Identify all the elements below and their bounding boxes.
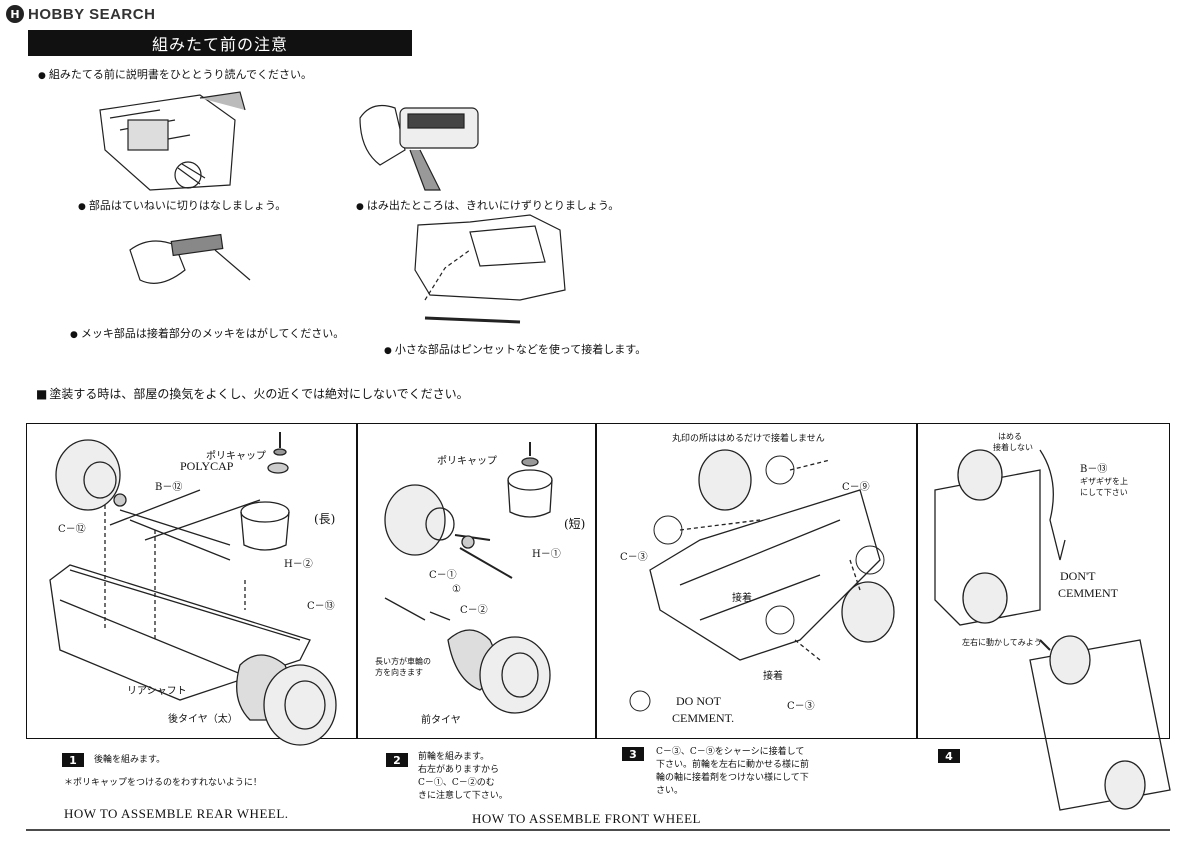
- step1-caption-note: ＊ポリキャップをつけるのをわすれないように！: [64, 778, 262, 788]
- step4-wiggle-line1: ギザギザを上: [1080, 477, 1128, 486]
- step2-polycap-jp: ポリキャップ: [437, 456, 497, 467]
- step2-label-front-tire: 前タイヤ: [421, 715, 461, 726]
- step3-caption-3: 輪の軸に接着剤をつけない様にして下: [656, 773, 809, 783]
- step2-label-c1: C－①: [429, 570, 457, 581]
- step3-label-glue1: 接着: [732, 593, 752, 604]
- chassis-step4-diagram: [934, 449, 1171, 811]
- sprue-cutting-illustration: [99, 91, 246, 191]
- step1-label-h2: H－②: [284, 559, 313, 570]
- trimming-illustration: [359, 105, 479, 191]
- step3-label-c3a: C－③: [620, 552, 648, 563]
- step2-label-h1: H－①: [532, 549, 561, 560]
- front-wheel-diagram: [384, 442, 553, 714]
- step2-label-short: (短): [564, 517, 586, 531]
- step1-caption: 後輪を組みます。: [94, 755, 166, 765]
- site-logo: H HOBBY SEARCH: [6, 4, 155, 24]
- step2-label-c2: C－②: [460, 605, 488, 616]
- step4-label-b13: B－⑬: [1080, 464, 1108, 475]
- step2-number: 2: [386, 753, 408, 767]
- step4-label-no-glue: 接着しない: [993, 443, 1033, 452]
- step2-caption-4: きに注意して下さい。: [418, 791, 508, 801]
- step1-label-rear-shaft: リアシャフト: [127, 686, 187, 697]
- step2-panel: [357, 423, 596, 739]
- step1-english-title: HOW TO ASSEMBLE REAR WHEEL.: [64, 806, 289, 821]
- step3-label-c9: C－⑨: [842, 482, 870, 493]
- page-title: 組みたて前の注意: [28, 30, 412, 56]
- step1-panel: [26, 423, 357, 739]
- step3-caption-1: C－③、C－⑨をシャーシに接着して: [656, 747, 805, 757]
- step3-label-glue2: 接着: [763, 671, 783, 682]
- step1-label-b: B－⑫: [155, 482, 183, 493]
- step3-do-not: DO NOT: [676, 694, 721, 708]
- tweezers-illustration: [414, 214, 566, 324]
- step4-panel: [917, 423, 1170, 739]
- step3-caption-4: さい。: [656, 786, 684, 796]
- step4-number: 4: [938, 749, 960, 763]
- step2-english-title: HOW TO ASSEMBLE FRONT WHEEL: [472, 811, 701, 826]
- note-plating: メッキ部品は接着部分のメッキをはがしてください。: [70, 325, 344, 341]
- step4-wiggle-line2: にして下さい: [1080, 488, 1128, 497]
- step3-number: 3: [622, 747, 644, 761]
- step2-caption-3: C－①、C－②のむ: [418, 778, 495, 788]
- note-trim-flash: はみ出たところは、きれいにけずりとりましょう。: [356, 197, 619, 213]
- step4-move-note: 左右に動かしてみよう: [962, 638, 1042, 647]
- rear-wheel-diagram: [49, 432, 337, 746]
- chassis-step3-diagram: [629, 449, 895, 712]
- step4-label-fit: はめる: [998, 432, 1022, 441]
- step1-polycap-en: POLYCAP: [180, 459, 234, 473]
- step3-circle-note: 丸印の所ははめるだけで接着しません: [672, 434, 825, 444]
- step2-note-line1: 長い方が車輪の: [375, 657, 431, 666]
- logo-text: HOBBY SEARCH: [28, 5, 156, 23]
- step3-caption-2: 下さい。前輪を左右に動かせる様に前: [656, 760, 810, 770]
- note-read-manual: 組みたてる前に説明書をひととうり読んでください。: [38, 66, 312, 82]
- note-tweezers: 小さな部品はピンセットなどを使って接着します。: [384, 341, 646, 357]
- step1-number: 1: [62, 753, 84, 767]
- step3-cemment: CEMMENT.: [672, 711, 735, 725]
- step1-label-c13: C－⑬: [307, 601, 335, 612]
- logo-icon: H: [6, 5, 24, 23]
- step4-dont: DON'T: [1060, 569, 1096, 583]
- step1-label-c12: C－⑫: [58, 524, 86, 535]
- step3-panel: [596, 423, 917, 739]
- step1-label-rear-tire: 後タイヤ（太）: [168, 714, 238, 725]
- note-cut-parts: 部品はていねいに切りはなしましょう。: [78, 197, 286, 213]
- paint-warning: 塗装する時は、部屋の換気をよくし、火の近くでは絶対にしないでください。: [36, 385, 468, 402]
- step1-label-long: (長): [314, 512, 336, 526]
- step3-label-c3b: C－③: [787, 701, 815, 712]
- plating-illustration: [129, 233, 251, 284]
- step2-label-one: ①: [452, 584, 461, 595]
- step2-caption-1: 前輪を組みます。: [418, 752, 490, 762]
- step1-polycap-jp: ポリキャップ: [206, 451, 266, 462]
- step2-note-line2: 方を向きます: [375, 668, 423, 677]
- step2-caption-2: 右左がありますから: [418, 765, 500, 775]
- step4-cemment: CEMMENT: [1058, 586, 1118, 600]
